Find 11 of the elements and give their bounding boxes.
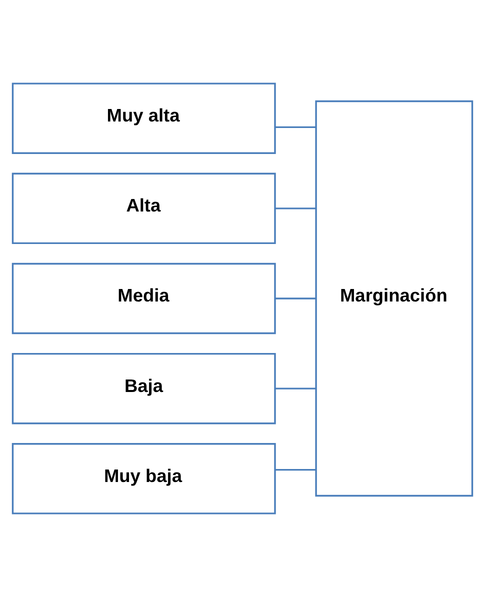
connector xyxy=(275,297,316,299)
connector xyxy=(275,387,316,389)
connector xyxy=(275,468,316,470)
node-box: Muy baja xyxy=(12,442,276,514)
node-box: Muy alta xyxy=(12,82,276,154)
connector xyxy=(275,126,316,128)
node-box: Alta xyxy=(12,172,276,244)
node-box: Marginación xyxy=(315,100,474,496)
connector xyxy=(275,207,316,209)
node-box: Baja xyxy=(12,352,276,424)
node-box: Media xyxy=(12,262,276,334)
